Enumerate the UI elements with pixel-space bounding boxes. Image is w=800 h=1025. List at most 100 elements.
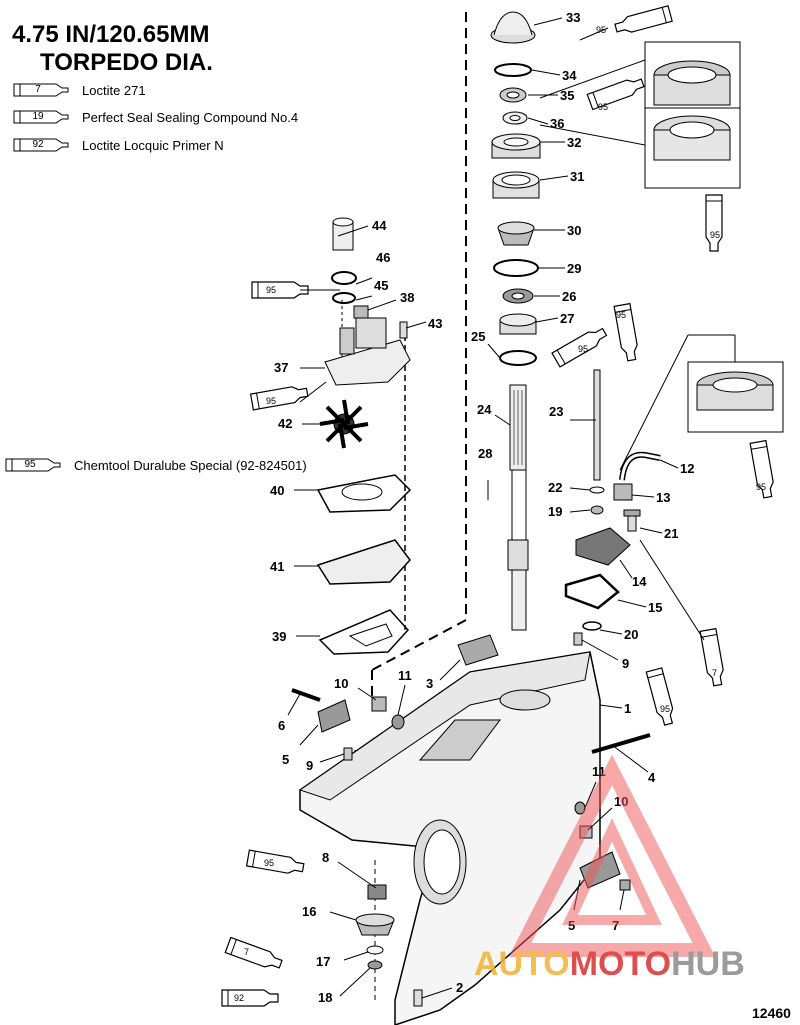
tube-icon: 95 — [749, 440, 777, 500]
legend-item-perfect-seal: 19 Perfect Seal Sealing Compound No.4 — [12, 107, 298, 127]
legend-item-chemtool: 95 Chemtool Duralube Special (92-824501) — [4, 455, 307, 475]
callout-39: 39 — [272, 629, 286, 644]
part-20-o-ring — [582, 621, 602, 631]
part-2-screw — [413, 989, 423, 1007]
svg-text:92: 92 — [234, 993, 244, 1003]
tube-icon: 7 — [699, 628, 727, 688]
callout-34: 34 — [562, 68, 577, 83]
part-39-gasket — [318, 609, 410, 655]
part-9-dowel-lower — [343, 747, 353, 761]
part-12-hose — [619, 451, 661, 481]
callout-44: 44 — [372, 218, 387, 233]
legend-label: Perfect Seal Sealing Compound No.4 — [82, 109, 299, 125]
part-15-gasket — [564, 573, 620, 610]
callout-28: 28 — [478, 446, 492, 461]
callout-18: 18 — [318, 990, 332, 1005]
callout-40: 40 — [270, 483, 284, 498]
part-25-shim — [499, 350, 537, 366]
callout-35: 35 — [560, 88, 574, 103]
part-3-anode — [457, 634, 499, 666]
legend-label: Chemtool Duralube Special (92-824501) — [74, 457, 307, 473]
detail-seal-middle — [644, 107, 741, 189]
part-37-pump-housing — [324, 317, 411, 386]
part-7-nut — [619, 879, 631, 891]
callout-11: 11 — [398, 668, 412, 683]
callout-24: 24 — [477, 402, 492, 417]
part-38-grommet — [353, 305, 369, 319]
part-10-plug — [371, 696, 387, 712]
callout-6: 6 — [278, 718, 285, 733]
part-19-bushing — [590, 505, 604, 515]
tube-icon: 95 — [4, 457, 62, 473]
part-6-screw — [291, 688, 321, 702]
part-42-impeller — [319, 399, 369, 449]
callout-13: 13 — [656, 490, 670, 505]
callout-36: 36 — [550, 116, 564, 131]
callout-25: 25 — [471, 329, 485, 344]
part-16-pinion-gear — [355, 913, 395, 936]
tube-icon: 95 — [551, 324, 610, 368]
tube-icon: 92 — [221, 989, 279, 1007]
callout-30: 30 — [567, 223, 581, 238]
callout-5: 5 — [282, 752, 289, 767]
part-32-retainer — [491, 133, 541, 159]
legend-label: Loctite 271 — [82, 82, 146, 98]
callout-4: 4 — [648, 770, 656, 785]
svg-text:95: 95 — [596, 25, 606, 35]
svg-text:95: 95 — [264, 858, 274, 868]
legend-label: Loctite Locquic Primer N — [82, 137, 224, 153]
part-8-bearing — [367, 884, 387, 900]
callout-45: 45 — [374, 278, 388, 293]
driveshaft-axis — [371, 12, 467, 700]
part-46-gasket — [331, 271, 357, 285]
callout-33: 33 — [566, 10, 580, 25]
part-23-shift-shaft — [593, 369, 601, 481]
part-4-shift-rod — [591, 733, 651, 754]
callout-38: 38 — [400, 290, 414, 305]
part-41-plate — [316, 539, 411, 585]
callout-43: 43 — [428, 316, 442, 331]
callout-32: 32 — [567, 135, 581, 150]
callout-41: 41 — [270, 559, 284, 574]
part-31-bearing-cup — [492, 171, 540, 199]
part-35-seal — [499, 87, 527, 103]
legend-item-loctite-271: 7 Loctite 271 — [12, 80, 146, 100]
callout-20: 20 — [624, 627, 638, 642]
tube-icon: 95 — [596, 5, 673, 37]
tube-icon: 95 — [251, 281, 309, 299]
part-26-bearing — [502, 288, 534, 304]
svg-text:95: 95 — [710, 230, 720, 240]
tube-icon: 95 — [250, 383, 310, 411]
tube-icon: 7 — [224, 936, 284, 973]
callout-9: 9 — [622, 656, 629, 671]
legend-item-locquic-primer: 92 Loctite Locquic Primer N — [12, 135, 224, 155]
part-14-cover — [575, 527, 631, 566]
svg-text:95: 95 — [578, 344, 588, 354]
part-34-o-ring — [494, 63, 532, 77]
callout-1: 1 — [624, 701, 631, 716]
callout-46: 46 — [376, 250, 390, 265]
part-13-fitting — [613, 483, 633, 501]
callout-29: 29 — [567, 261, 581, 276]
callout-10: 10 — [334, 676, 348, 691]
callout-7: 7 — [612, 918, 619, 933]
tube-icon: 95 — [645, 667, 677, 727]
part-33-dust-cover — [490, 11, 536, 44]
callout-16: 16 — [302, 904, 316, 919]
svg-text:95: 95 — [266, 396, 276, 406]
part-29-shim — [493, 259, 539, 277]
title-line-2: TORPEDO DIA. — [40, 49, 213, 76]
part-22-washer — [589, 486, 605, 494]
callout-12: 12 — [680, 461, 694, 476]
tube-icon: 95 — [613, 303, 641, 363]
detail-seal-right — [687, 361, 784, 433]
callout-27: 27 — [560, 311, 574, 326]
part-17-washer — [366, 945, 384, 955]
part-9-dowel — [573, 632, 583, 646]
part-45-o-ring — [332, 292, 356, 304]
title-line-1: 4.75 IN/120.65MM — [12, 21, 210, 48]
callout-31: 31 — [570, 169, 584, 184]
callout-8: 8 — [322, 850, 329, 865]
part-44-insert — [332, 217, 354, 251]
svg-text:7: 7 — [712, 668, 717, 678]
